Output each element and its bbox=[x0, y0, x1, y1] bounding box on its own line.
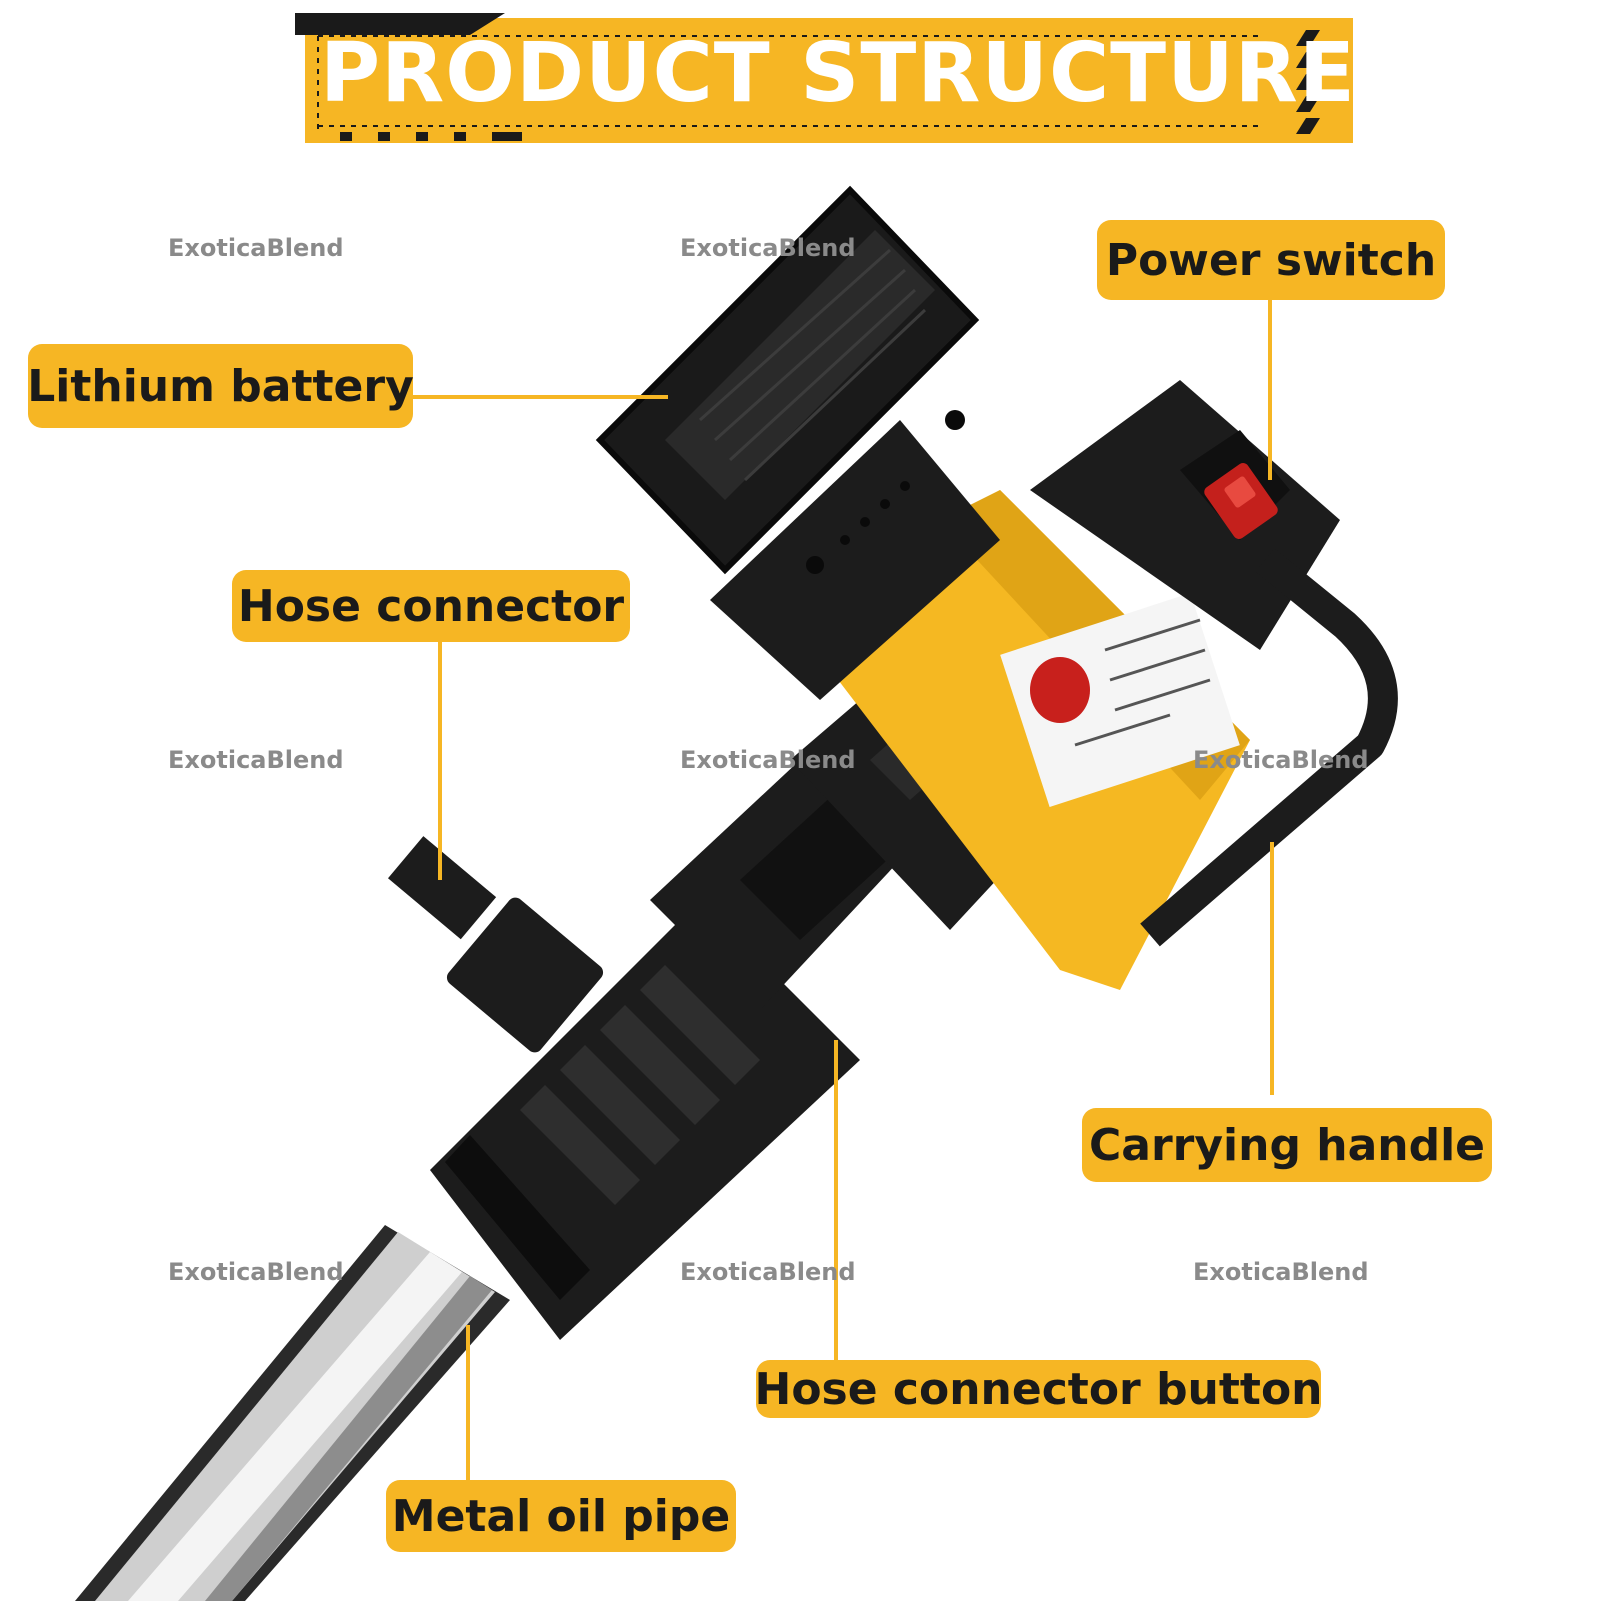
watermark: ExoticaBlend bbox=[680, 746, 856, 774]
page-title: PRODUCT STRUCTURE bbox=[320, 26, 1356, 121]
watermark: ExoticaBlend bbox=[1193, 746, 1369, 774]
watermark: ExoticaBlend bbox=[168, 1258, 344, 1286]
battery bbox=[595, 185, 1000, 700]
watermark: ExoticaBlend bbox=[1193, 1258, 1369, 1286]
label-lithium-battery: Lithium battery bbox=[27, 344, 414, 428]
label-hose-connector-button: Hose connector button bbox=[755, 1360, 1323, 1418]
watermark: ExoticaBlend bbox=[680, 234, 856, 262]
label-power-switch: Power switch bbox=[1097, 220, 1445, 300]
metal-pipe bbox=[75, 1225, 510, 1601]
watermark: ExoticaBlend bbox=[168, 234, 344, 262]
watermark: ExoticaBlend bbox=[680, 1258, 856, 1286]
switch-block bbox=[1030, 380, 1340, 650]
carrying-handle bbox=[1140, 548, 1398, 947]
label-metal-oil-pipe: Metal oil pipe bbox=[386, 1480, 736, 1552]
watermark: ExoticaBlend bbox=[168, 746, 344, 774]
title-banner bbox=[305, 18, 1353, 143]
grip-body bbox=[387, 640, 1080, 1340]
label-hose-connector: Hose connector bbox=[232, 570, 630, 642]
label-carrying-handle: Carrying handle bbox=[1082, 1108, 1492, 1182]
